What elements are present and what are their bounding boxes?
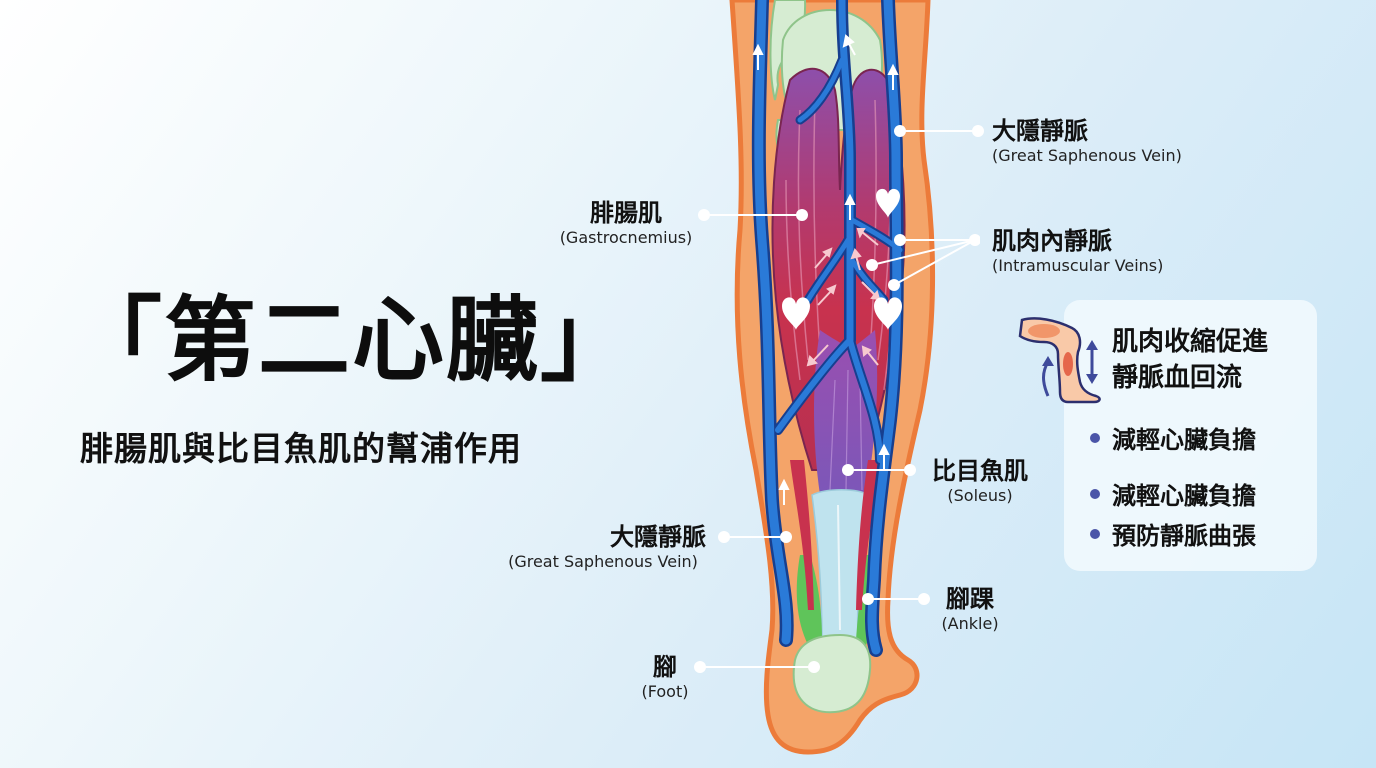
main-title: 「第二心臟」 — [70, 287, 635, 394]
label-en: (Ankle) — [941, 614, 999, 633]
leader-ankle — [868, 598, 924, 600]
label-intramuscular-veins: 肌肉內靜脈 (Intramuscular Veins) — [992, 226, 1163, 276]
subtitle: 腓腸肌與比目魚肌的幫浦作用 — [80, 429, 522, 468]
dot — [694, 661, 706, 673]
label-zh: 大隱靜脈 — [992, 117, 1088, 145]
label-zh: 腳 — [653, 653, 677, 681]
bullet-text: 減輕心臟負擔 — [1112, 426, 1256, 454]
veins — [751, 0, 905, 657]
dot — [780, 531, 792, 543]
dot — [918, 593, 930, 605]
leg-anatomy-illustration — [729, 0, 936, 755]
leader-great-saphenous-upper — [900, 130, 978, 132]
leader-gastrocnemius — [704, 214, 802, 216]
label-en: (Gastrocnemius) — [559, 228, 693, 247]
heart-icons — [782, 188, 902, 330]
label-gastrocnemius: 腓腸肌 (Gastrocnemius) — [548, 198, 704, 248]
card-heading: 肌肉收縮促進 靜脈血回流 — [1112, 324, 1268, 396]
label-great-saphenous-upper: 大隱靜脈 (Great Saphenous Vein) — [992, 116, 1182, 166]
leader-foot — [700, 666, 814, 668]
bullet-dot-icon — [1090, 528, 1100, 539]
calcaneus-bone — [792, 633, 872, 714]
label-en: (Soleus) — [947, 486, 1013, 505]
label-great-saphenous-lower: 大隱靜脈 (Great Saphenous Vein) — [492, 522, 714, 572]
label-zh: 肌肉內靜脈 — [992, 227, 1112, 255]
bullet-dot-icon — [1090, 488, 1100, 499]
label-zh: 腓腸肌 — [590, 199, 662, 227]
leader-intramuscular — [866, 234, 980, 291]
dot — [862, 593, 874, 605]
label-en: (Great Saphenous Vein) — [508, 552, 698, 571]
label-en: (Foot) — [641, 682, 689, 701]
label-en: (Intramuscular Veins) — [992, 256, 1164, 275]
card-bullet: 減輕心臟負擔 — [1090, 420, 1256, 455]
dot — [842, 464, 854, 476]
bullet-text: 預防靜脈曲張 — [1112, 522, 1256, 550]
card-bullet: 預防靜脈曲張 — [1090, 516, 1256, 551]
card-bullet: 減輕心臟負擔 — [1090, 476, 1256, 511]
leg-contraction-icon — [1018, 317, 1101, 404]
arrow-up-icons — [752, 34, 899, 505]
dot — [972, 125, 984, 137]
dot — [718, 531, 730, 543]
label-zh: 腳踝 — [946, 585, 994, 613]
dot — [698, 209, 710, 221]
leader-great-saphenous-lower — [724, 536, 786, 538]
dot — [808, 661, 820, 673]
dot — [904, 464, 916, 476]
label-en: (Great Saphenous Vein) — [992, 146, 1182, 165]
label-zh: 比目魚肌 — [932, 457, 1028, 485]
label-ankle: 腳踝 (Ankle) — [930, 584, 1010, 634]
bullet-text: 減輕心臟負擔 — [1112, 482, 1256, 510]
flow-arrow-icons — [806, 228, 881, 367]
label-zh: 大隱靜脈 — [610, 523, 706, 551]
dot — [894, 125, 906, 137]
card-heading-line1: 肌肉收縮促進 — [1112, 327, 1269, 357]
label-soleus: 比目魚肌 (Soleus) — [920, 456, 1040, 506]
info-card: 肌肉收縮促進 靜脈血回流 減輕心臟負擔 減輕心臟負擔 預防靜脈曲張 — [1064, 300, 1317, 571]
label-foot: 腳 (Foot) — [630, 652, 700, 702]
card-heading-line2: 靜脈血回流 — [1112, 363, 1243, 393]
dot — [796, 209, 808, 221]
bullet-dot-icon — [1090, 432, 1100, 443]
leader-soleus — [848, 469, 910, 471]
